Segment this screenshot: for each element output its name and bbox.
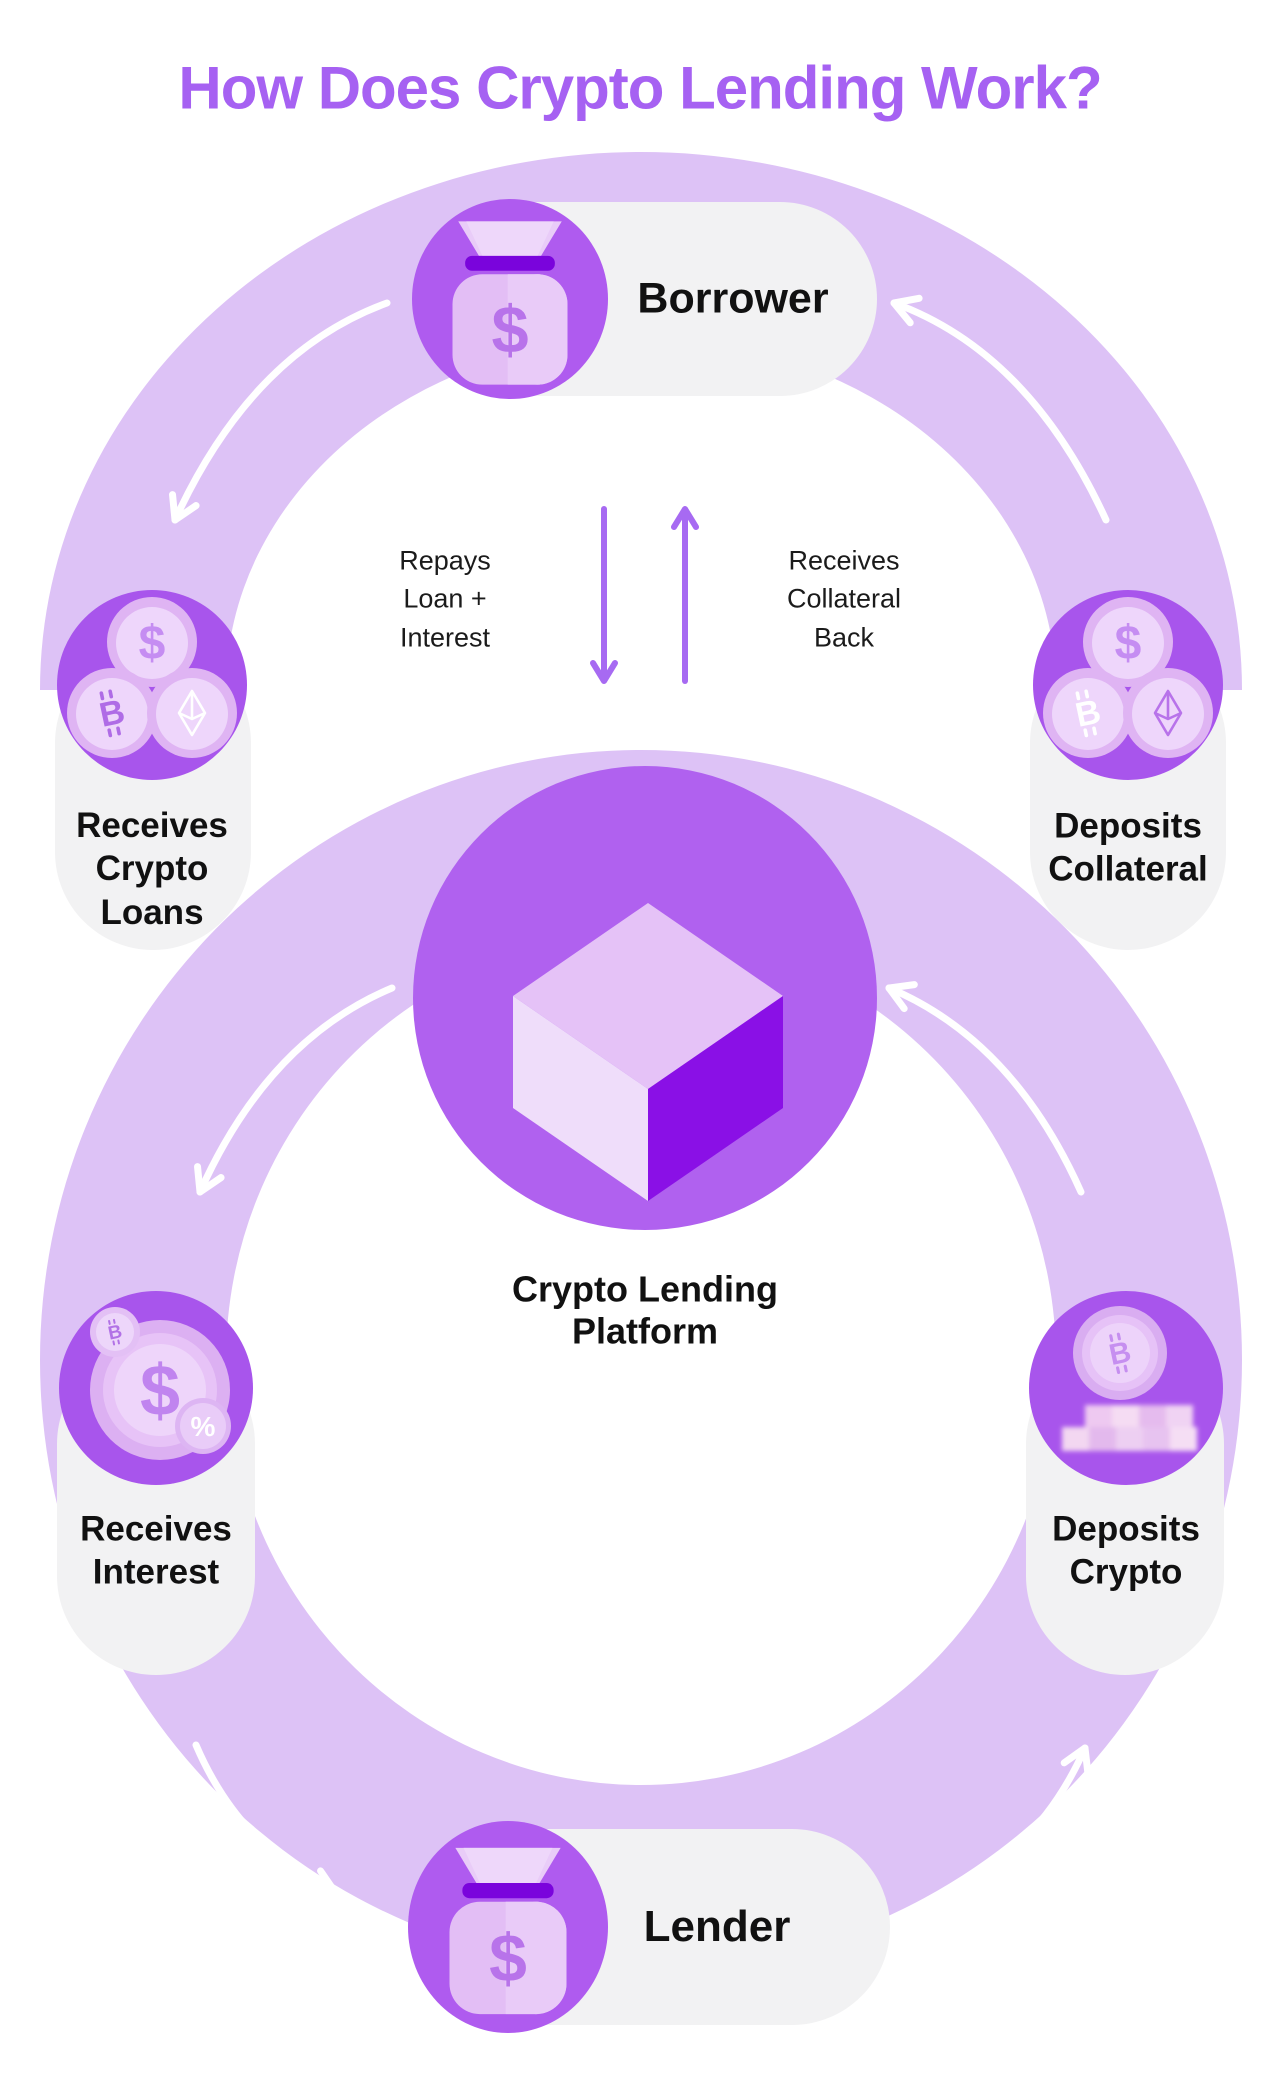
arrow-interest-to-lender [192,1741,340,1904]
svg-text:$: $ [1115,617,1142,670]
repay-down-arrow-icon [593,506,615,681]
deposits-collateral-label: Deposits Collateral [1048,806,1208,889]
svg-text:$: $ [139,617,166,670]
pixelated-coin-stack-icon [1062,1405,1197,1451]
repays-loan-interest-label: Repays Loan + Interest [399,545,491,653]
bitcoin-coin-icon [1043,668,1133,758]
dollar-coin-percent-icon: $ % [59,1291,253,1485]
arrow-lender-to-deposit [946,1743,1097,1894]
borrower-icon-circle [412,199,608,399]
receives-interest-label: Receives Interest [80,1509,232,1592]
ethereum-coin-icon [1123,668,1213,758]
crypto-coins-icon: $ [1033,590,1223,780]
bitcoin-coin-icon [1073,1306,1167,1400]
arrow-deposit-to-platform [884,976,1085,1196]
bottom-ring-band [40,750,1242,1970]
top-arch-band [40,152,1242,690]
percent-badge-icon: % [175,1398,231,1454]
page-title: How Does Crypto Lending Work? [178,54,1102,122]
svg-text:%: % [191,1411,216,1442]
borrower-label: Borrower [637,274,829,323]
deposits-crypto-label: Deposits Crypto [1052,1509,1200,1592]
arrow-platform-to-interest [188,984,396,1197]
receives-crypto-loans-label: Receives Crypto Loans [76,805,228,932]
platform-circle [413,766,877,1230]
bitcoin-coin-icon [90,1307,140,1357]
lender-icon-circle [408,1821,608,2033]
platform-label: Crypto Lending Platform [512,1268,778,1352]
cube-icon [513,903,783,1201]
receives-collateral-back-label: Receives Collateral Back [786,545,902,653]
bitcoin-coin-icon [67,668,157,758]
bitcoin-coin-stack-icon [1029,1291,1223,1485]
arrow-collateral-to-borrower [890,291,1110,524]
dollar-coin-icon: $ [1083,597,1173,687]
crypto-coins-icon: $ [57,590,247,780]
dollar-coin-icon: $ [107,597,197,687]
ethereum-coin-icon [147,668,237,758]
lender-label: Lender [643,1902,791,1951]
collateral-up-arrow-icon [674,509,696,684]
svg-text:$: $ [140,1351,180,1431]
arrow-borrower-to-loans [163,299,391,525]
